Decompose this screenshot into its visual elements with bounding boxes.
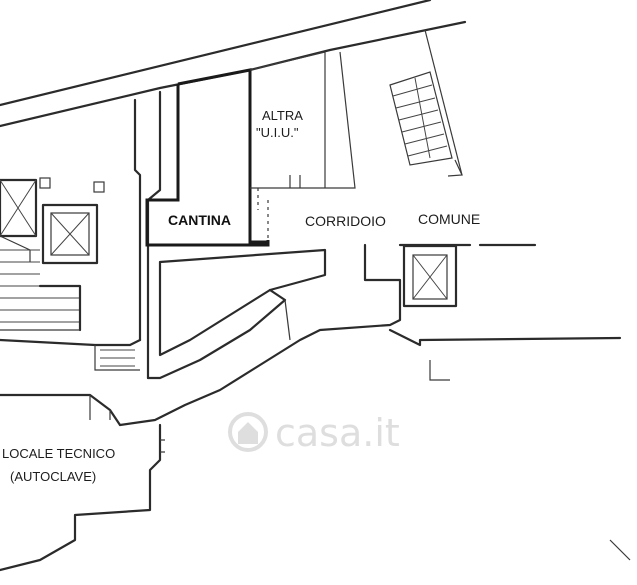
right-stair — [389, 29, 463, 177]
corridor — [118, 243, 622, 427]
autoclave-label: (AUTOCLAVE) — [10, 469, 96, 484]
altra-label-line1: ALTRA — [262, 108, 303, 123]
right-lift-shaft — [402, 244, 458, 308]
watermark-text: casa.it — [275, 411, 400, 455]
corridoio-label: CORRIDOIO — [305, 213, 386, 229]
lower-right-boundary — [429, 360, 631, 561]
altra-uiu-room — [249, 51, 356, 210]
watermark: casa.it — [228, 411, 400, 455]
locale-tecnico-room — [0, 393, 165, 572]
comune-label: COMUNE — [418, 211, 480, 227]
left-structure — [0, 90, 162, 380]
cantina-label: CANTINA — [168, 212, 231, 228]
left-lift-shaft — [41, 203, 99, 265]
altra-label-line2: "U.I.U." — [256, 125, 299, 140]
left-stair-block — [0, 177, 105, 332]
locale-tecnico-label: LOCALE TECNICO — [2, 446, 115, 461]
cantina-room — [145, 68, 270, 247]
